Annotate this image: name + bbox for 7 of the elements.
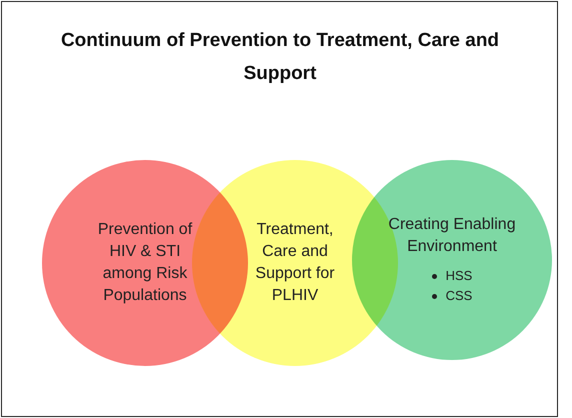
circle-label: Creating Enabling Environment: [387, 215, 517, 257]
circle-label: Prevention of HIV & STI among Risk Populations: [96, 220, 194, 306]
circle-label: Treatment, Care and Support for PLHIV: [254, 220, 336, 306]
diagram-title: Continuum of Prevention to Treatment, Care and Support: [60, 29, 500, 86]
venn-circle: [352, 160, 552, 360]
bullet-item: HSS: [446, 267, 472, 285]
bullet-item: CSS: [446, 287, 472, 305]
